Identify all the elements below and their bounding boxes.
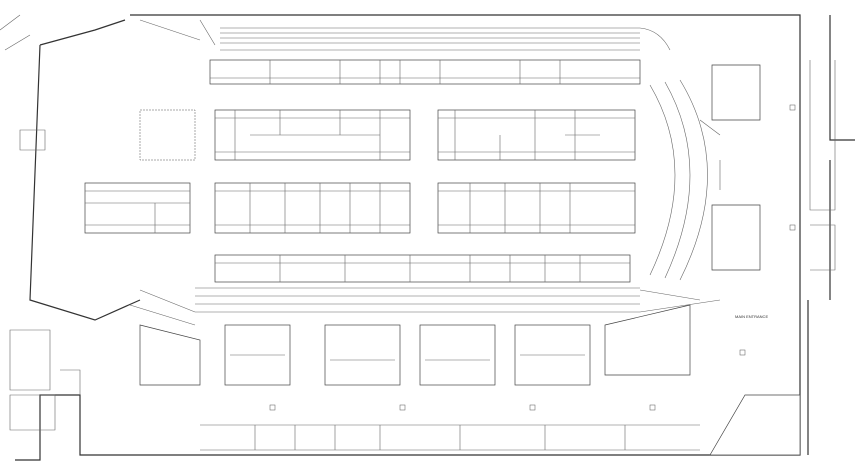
booth-block-middle-left [214,182,411,234]
booth-block-upper-right [437,109,636,161]
right-wing-rooms [699,60,836,456]
booth-row-bottom [214,254,631,283]
concourse-rooms [139,304,691,386]
booth-block-middle-right [437,182,636,234]
arena-seating [129,19,721,326]
booth-row-top [209,59,641,85]
bottom-booths [200,424,700,451]
main-entrance-label: MAIN ENTRANCE [735,314,768,319]
booth-block-left [84,109,196,234]
columns [269,104,796,411]
building-walls [0,14,855,461]
booth-block-upper-left [214,109,411,161]
